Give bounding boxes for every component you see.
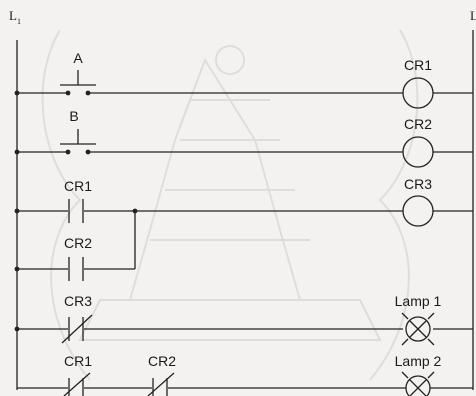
left-rail-label: L bbox=[9, 8, 17, 23]
lamp-1-icon bbox=[401, 312, 435, 346]
rung-5: CR1 CR2 Lamp 2 bbox=[17, 353, 473, 396]
rung-4: CR3 Lamp 1 bbox=[14, 293, 473, 346]
branch-cr2: CR2 bbox=[14, 211, 136, 281]
coil-cr2 bbox=[402, 136, 434, 168]
contact-label-cr2-nc: CR2 bbox=[148, 353, 176, 369]
contact-label-cr2-branch: CR2 bbox=[64, 235, 92, 251]
contact-label-b: B bbox=[69, 108, 78, 124]
lamp-label-2: Lamp 2 bbox=[395, 353, 442, 369]
rung-1: A CR1 bbox=[14, 50, 473, 109]
lamp-label-1: Lamp 1 bbox=[395, 293, 442, 309]
contact-cr2-no bbox=[68, 257, 84, 281]
pushbutton-a bbox=[60, 70, 96, 96]
coil-cr1 bbox=[402, 77, 434, 109]
left-rail-subscript: 1 bbox=[17, 17, 21, 26]
contact-label-a: A bbox=[73, 50, 83, 66]
right-rail-label: L bbox=[470, 8, 476, 23]
coil-label-cr1: CR1 bbox=[404, 57, 432, 73]
coil-label-cr2: CR2 bbox=[404, 116, 432, 132]
contact-cr1-no bbox=[68, 199, 84, 223]
contact-cr2-nc bbox=[147, 372, 175, 396]
contact-label-cr1: CR1 bbox=[64, 178, 92, 194]
contact-label-cr1-nc: CR1 bbox=[64, 353, 92, 369]
coil-cr3 bbox=[402, 195, 434, 227]
rung-3: CR1 CR3 CR2 bbox=[14, 176, 473, 281]
rung-2: B CR2 bbox=[14, 108, 473, 168]
pushbutton-b bbox=[60, 129, 96, 155]
background-watermark bbox=[41, 29, 419, 381]
contact-cr1-nc bbox=[63, 372, 91, 396]
contact-cr3-nc bbox=[61, 314, 93, 344]
lamp-2-icon bbox=[401, 371, 435, 396]
contact-label-cr3: CR3 bbox=[64, 293, 92, 309]
coil-label-cr3: CR3 bbox=[404, 176, 432, 192]
